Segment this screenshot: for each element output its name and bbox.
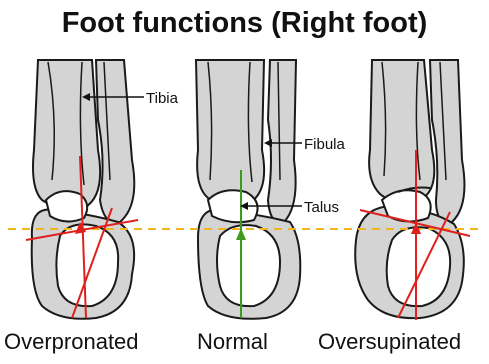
normal-foot xyxy=(196,60,300,319)
oversupinated-foot xyxy=(355,60,464,318)
tibia-bone-overpronated xyxy=(33,60,100,209)
fibula-label: Fibula xyxy=(304,136,346,153)
tibia-label: Tibia xyxy=(146,90,179,107)
talus-bone-overpronated xyxy=(56,224,118,306)
caption-oversupinated: Oversupinated xyxy=(318,328,461,356)
overpronated-foot xyxy=(32,60,135,319)
caption-overpronated: Overpronated xyxy=(4,328,139,356)
tibia-bone-normal xyxy=(196,60,264,206)
talus-bone-normal xyxy=(217,225,280,306)
talus-label: Talus xyxy=(304,199,339,216)
fibula-bone-normal xyxy=(268,60,296,223)
tibia-bone-oversupinated xyxy=(369,60,434,202)
talus-bone-oversupinated xyxy=(387,227,450,306)
fibula-bone-oversupinated xyxy=(430,60,464,223)
caption-normal: Normal xyxy=(197,328,268,356)
fibula-bone-overpronated xyxy=(96,60,134,223)
